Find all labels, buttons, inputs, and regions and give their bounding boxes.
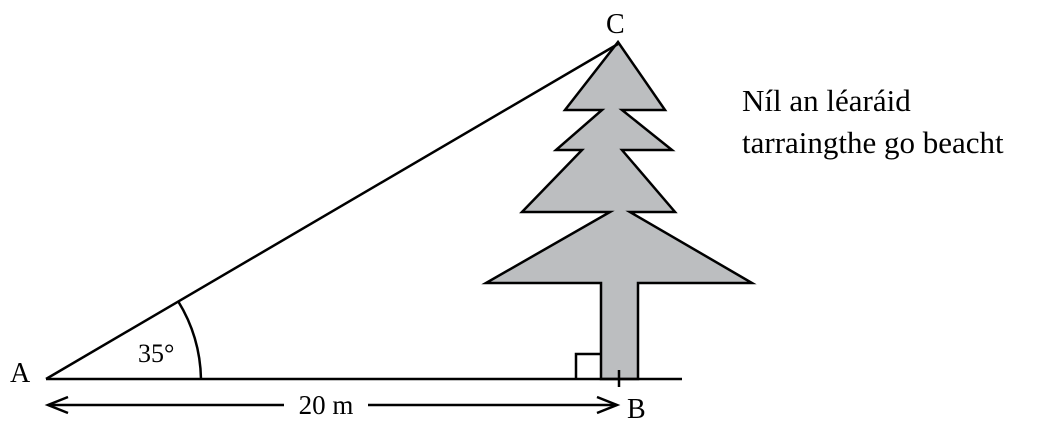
dimension-arrowhead-right xyxy=(596,395,621,415)
dimension-arrowhead-left xyxy=(44,395,69,415)
tree-shape xyxy=(481,39,757,381)
note-line-2: tarraingthe go beacht xyxy=(742,125,1004,160)
vertex-label-b: B xyxy=(627,394,646,421)
vertex-label-a: A xyxy=(10,358,31,389)
angle-arc xyxy=(176,300,203,380)
right-angle-marker xyxy=(574,352,601,379)
angle-label: 35° xyxy=(138,339,174,368)
note-line-1: Níl an léaráid xyxy=(742,83,911,118)
dimension-label: 20 m xyxy=(299,390,354,420)
vertex-label-c: C xyxy=(606,9,625,40)
hypotenuse-line xyxy=(45,42,619,381)
